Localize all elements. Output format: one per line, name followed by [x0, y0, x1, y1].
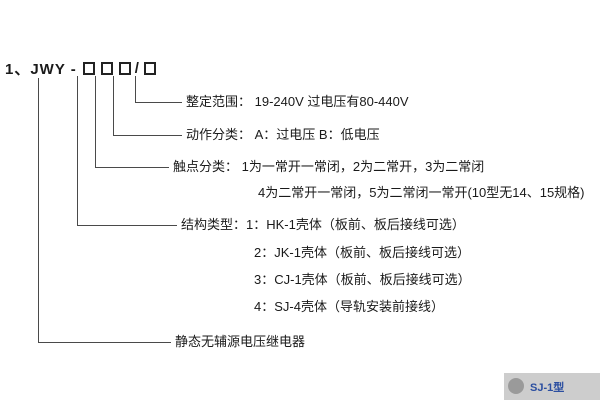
- structure-label-line3: 3：CJ-1壳体（板前、板后接线可选）: [254, 272, 471, 287]
- connector-contact: [95, 76, 169, 168]
- corner-image-fragment: SJ-1型: [504, 373, 600, 400]
- product-name-label: 静态无辅源电压继电器: [175, 334, 306, 349]
- code-box-action: [118, 62, 131, 75]
- model-prefix: 1、JWY -: [5, 61, 77, 78]
- connector-structure: [77, 76, 177, 226]
- structure-label-line2: 2：JK-1壳体（板前、板后接线可选）: [254, 245, 470, 260]
- connector-product: [38, 78, 171, 343]
- connector-range: [135, 76, 182, 103]
- code-box-range: [143, 62, 156, 75]
- slash-separator: /: [134, 60, 140, 77]
- contact-label-line1: 触点分类： 1为一常开一常闭，2为二常开，3为二常闭: [173, 159, 485, 174]
- connector-action: [113, 76, 182, 136]
- fragment-shape: [508, 378, 524, 394]
- fragment-text: SJ-1型: [530, 381, 565, 394]
- code-box-contact: [100, 62, 113, 75]
- code-box-structure: [82, 62, 95, 75]
- range-label: 整定范围： 19-240V 过电压有80-440V: [186, 94, 409, 109]
- contact-label-line2: 4为二常开一常闭，5为二常闭一常开(10型无14、15规格): [258, 185, 585, 200]
- model-code: 1、JWY - /: [5, 58, 156, 79]
- structure-label-line1: 结构类型：1：HK-1壳体（板前、板后接线可选）: [181, 217, 465, 232]
- structure-label-line4: 4：SJ-4壳体（导轨安装前接线）: [254, 299, 444, 314]
- action-label: 动作分类： A：过电压 B：低电压: [186, 127, 380, 142]
